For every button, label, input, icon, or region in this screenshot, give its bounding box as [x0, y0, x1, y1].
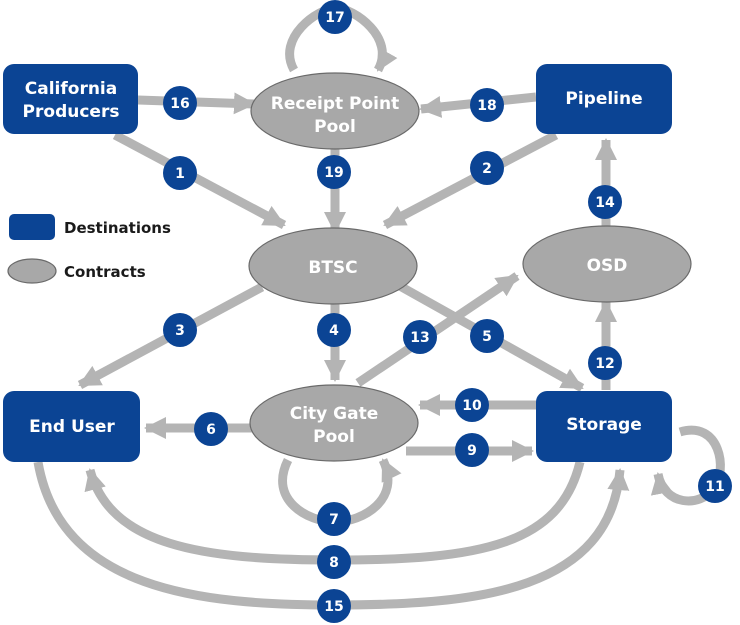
- arrow-2: [382, 131, 559, 229]
- svg-text:12: 12: [595, 356, 614, 372]
- badge-16: 16: [163, 86, 197, 120]
- svg-text:11: 11: [705, 479, 724, 495]
- node-end-user: End User: [3, 391, 140, 462]
- svg-text:19: 19: [324, 165, 343, 181]
- badge-8: 8: [317, 545, 351, 579]
- badge-9: 9: [455, 433, 489, 467]
- node-end-user-label: End User: [29, 417, 115, 437]
- badge-11: 11: [698, 469, 732, 503]
- svg-text:10: 10: [462, 398, 482, 414]
- destinations: California Producers Pipeline End User S…: [3, 64, 672, 462]
- node-receipt-point-pool: Receipt Point Pool: [250, 72, 420, 150]
- badge-19: 19: [317, 155, 351, 189]
- legend-contracts-swatch: [7, 258, 57, 284]
- badge-6: 6: [194, 412, 228, 446]
- badge-15: 15: [317, 589, 351, 623]
- svg-text:8: 8: [329, 555, 339, 571]
- svg-text:6: 6: [206, 422, 216, 438]
- node-pipeline: Pipeline: [536, 64, 672, 134]
- svg-text:5: 5: [482, 329, 492, 345]
- svg-text:15: 15: [324, 599, 343, 615]
- badges: 1 2 3 4 5 6 7 8 9 10 11 12 13 14 15 16 1…: [163, 0, 732, 623]
- legend: Destinations Contracts: [7, 214, 171, 284]
- badge-10: 10: [455, 388, 489, 422]
- badge-18: 18: [470, 88, 504, 122]
- svg-text:3: 3: [175, 323, 185, 339]
- badge-2: 2: [470, 151, 504, 185]
- badge-1: 1: [163, 156, 197, 190]
- svg-text:2: 2: [482, 161, 492, 177]
- node-california-producers-line-2: Producers: [23, 102, 120, 122]
- svg-text:17: 17: [325, 10, 344, 26]
- badge-3: 3: [163, 313, 197, 347]
- node-btsc-label: BTSC: [308, 258, 357, 278]
- node-pipeline-label: Pipeline: [565, 89, 642, 109]
- badge-12: 12: [588, 346, 622, 380]
- node-storage-label: Storage: [566, 415, 642, 435]
- svg-text:7: 7: [329, 512, 339, 528]
- svg-text:4: 4: [329, 323, 339, 339]
- node-city-gate-pool-line-1: City Gate: [290, 404, 379, 424]
- arrow-13: [355, 272, 520, 387]
- badge-5: 5: [470, 319, 504, 353]
- svg-text:1: 1: [175, 166, 185, 182]
- node-california-producers-line-1: California: [25, 79, 117, 99]
- svg-text:16: 16: [170, 96, 189, 112]
- node-receipt-point-pool-line-1: Receipt Point: [271, 94, 399, 114]
- node-city-gate-pool: City Gate Pool: [249, 384, 419, 462]
- legend-destinations-swatch: [9, 214, 55, 240]
- node-osd: OSD: [522, 225, 692, 303]
- svg-text:13: 13: [410, 330, 429, 346]
- legend-destinations-label: Destinations: [64, 219, 171, 237]
- node-osd-label: OSD: [587, 256, 628, 276]
- node-receipt-point-pool-line-2: Pool: [314, 117, 356, 137]
- node-california-producers: California Producers: [3, 64, 138, 134]
- badge-17: 17: [318, 0, 352, 34]
- node-city-gate-pool-line-2: Pool: [313, 427, 355, 447]
- svg-text:9: 9: [467, 443, 477, 459]
- svg-text:14: 14: [595, 195, 615, 211]
- svg-text:18: 18: [477, 98, 496, 114]
- badge-4: 4: [317, 313, 351, 347]
- badge-7: 7: [317, 502, 351, 536]
- badge-14: 14: [588, 185, 622, 219]
- node-btsc: BTSC: [248, 227, 418, 305]
- legend-contracts-label: Contracts: [64, 263, 146, 281]
- badge-13: 13: [403, 320, 437, 354]
- arrow-1: [112, 131, 287, 229]
- node-storage: Storage: [536, 391, 672, 462]
- contracts: Receipt Point Pool BTSC OSD City Gate Po…: [248, 72, 692, 462]
